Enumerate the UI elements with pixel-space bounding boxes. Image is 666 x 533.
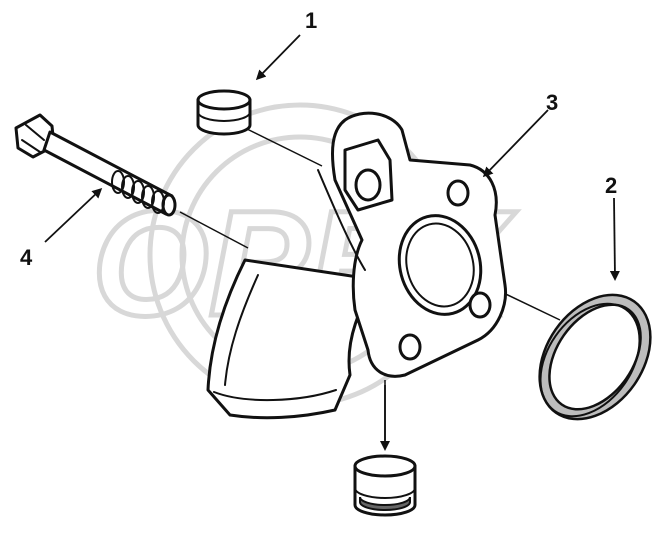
elbow-housing xyxy=(206,111,508,420)
leader-arrow-4 xyxy=(44,187,103,243)
plug-bottom xyxy=(353,454,417,517)
plug-top xyxy=(196,89,252,136)
leader-arrow-2 xyxy=(609,197,620,281)
bolt xyxy=(14,113,177,217)
bolt-spring xyxy=(111,170,165,214)
callout-4: 4 xyxy=(20,245,33,270)
callout-2: 2 xyxy=(605,173,617,198)
o-ring xyxy=(538,293,652,421)
callout-1: 1 xyxy=(305,8,317,33)
leader-arrows xyxy=(44,34,620,451)
leader-arrow-1 xyxy=(255,34,301,81)
leader-arrow-3 xyxy=(482,109,549,178)
callout-3: 3 xyxy=(546,90,558,115)
